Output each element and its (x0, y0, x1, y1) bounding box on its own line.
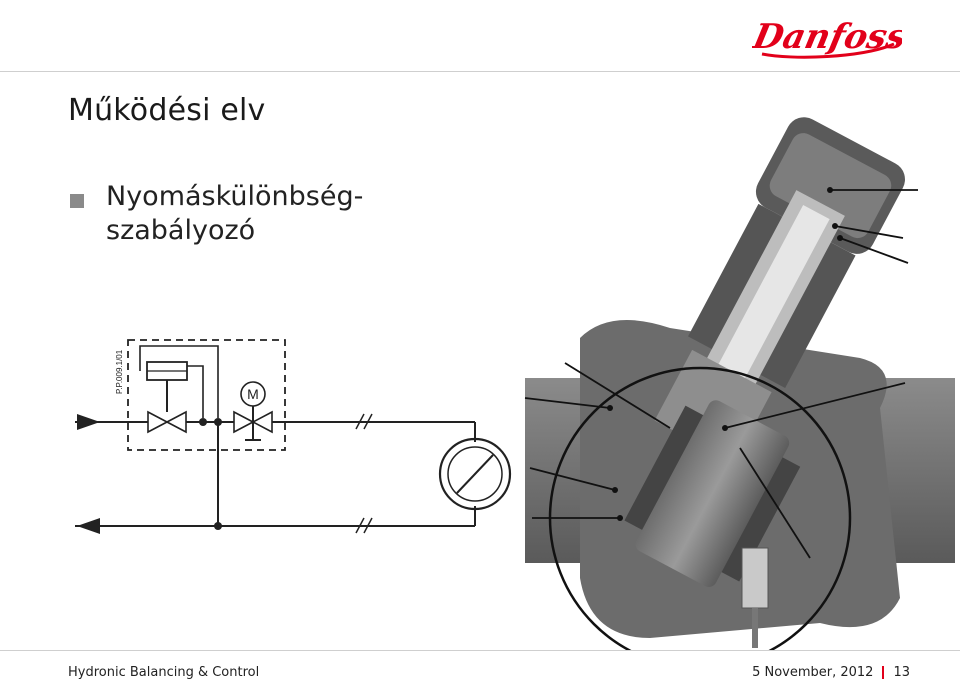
svg-text:Danfoss: Danfoss (752, 17, 902, 57)
valve-cutaway-illustration (524, 117, 955, 650)
bullet-line-2: szabályozó (106, 215, 256, 246)
danfoss-logo: Danfoss (749, 8, 910, 64)
diagram-code: P.P.009.1/01 (115, 349, 124, 394)
footer-date: 5 November, 2012 (752, 665, 874, 680)
footer-separator (882, 666, 885, 679)
hydraulic-schematic: M P.P.009.1/01 (75, 339, 512, 534)
footer-meta: 5 November, 2012 13 (752, 665, 910, 680)
footer-title: Hydronic Balancing & Control (68, 665, 260, 680)
motor-label: M (247, 386, 259, 402)
page-number: 13 (893, 665, 910, 680)
slide-title: Működési elv (68, 93, 266, 128)
bullet-text: Nyomáskülönbség- szabályozó (106, 180, 363, 248)
header-divider (0, 71, 960, 72)
bullet-line-1: Nyomáskülönbség- (106, 181, 364, 212)
bullet-square-icon (70, 194, 84, 208)
footer-divider (0, 650, 960, 651)
